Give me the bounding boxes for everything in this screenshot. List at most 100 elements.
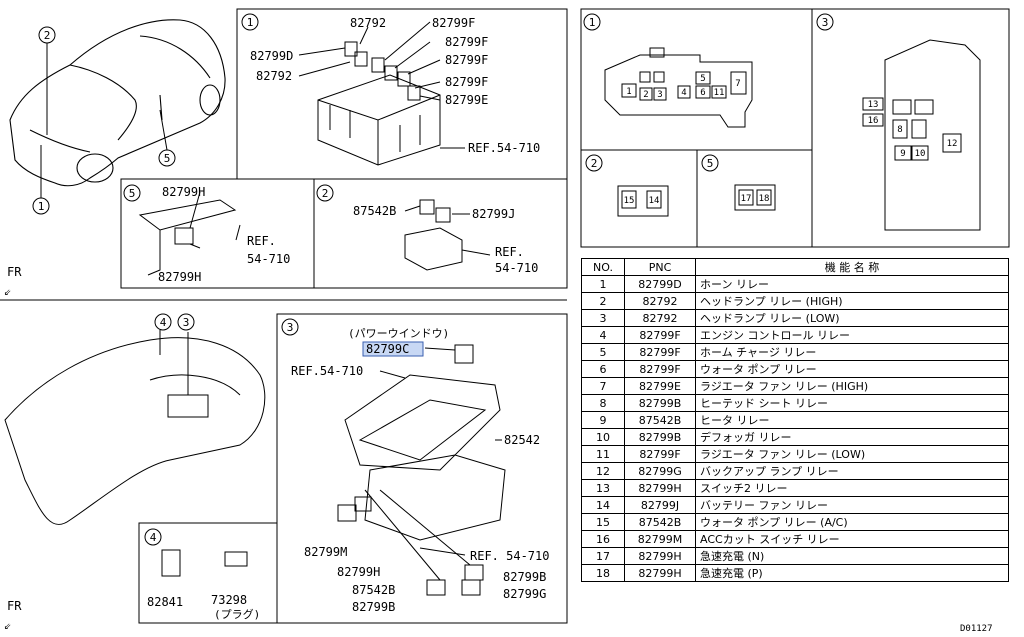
table-header-row: NO. PNC 機 能 名 称 [581,258,1009,276]
callout-5: 5 [164,152,171,165]
box3-drawing [337,344,506,596]
cell-no: 8 [581,394,625,412]
box5-drawing [138,191,241,276]
box1-callout: 1 [247,16,254,29]
box3-callout: 3 [287,321,294,334]
cell-no: 1 [581,275,625,293]
box1-part-4: 82799F [445,35,488,49]
box3-ref-b: REF. 54-710 [470,549,549,563]
box1-part-1: 82792 [350,16,386,30]
drawing-code: D01127 [960,624,993,634]
box1-part-3: 82799D [250,49,293,63]
box3-ref-a: REF.54-710 [291,364,363,378]
box5-frame [120,178,315,289]
box5-callout: 5 [129,187,136,200]
layout5-frame [696,149,813,248]
box3-part-5: 82799B [352,600,395,614]
box3-part-3: 82799H [337,565,380,579]
svg-text:16: 16 [868,116,879,126]
cell-no: 13 [581,479,625,497]
cell-name: ウォータ ポンプ リレー [695,360,1009,378]
cell-name: ヘッドランプ リレー (HIGH) [695,292,1009,310]
cell-no: 9 [581,411,625,429]
box3-frame [276,313,568,624]
svg-text:10: 10 [915,149,926,159]
cell-pnc: 82799B [624,394,696,412]
box5-ref-1: REF. [247,234,276,248]
cell-no: 6 [581,360,625,378]
box5-part-2: 82799H [158,270,201,284]
cell-pnc: 82792 [624,309,696,327]
box3-part-7: 82799G [503,587,546,601]
cell-name: バックアップ ランプ リレー [695,462,1009,480]
layout1-callout: 1 [589,16,596,29]
box4-frame [138,522,278,624]
cell-name: ラジエータ ファン リレー (LOW) [695,445,1009,463]
box2-drawing [404,199,491,271]
svg-text:3: 3 [657,90,662,100]
relay-block-drawing [298,21,465,166]
box4-part-1: 82841 [147,595,183,609]
cell-name: エンジン コントロール リレー [695,326,1009,344]
cell-no: 12 [581,462,625,480]
callout-3: 3 [183,316,190,329]
svg-text:8: 8 [897,125,902,135]
cell-name: ホーン リレー [695,275,1009,293]
dashboard-illustration [4,330,266,525]
cell-no: 14 [581,496,625,514]
layout2-frame [580,149,698,248]
fr-label-bottom: FR [7,599,22,613]
svg-text:12: 12 [947,139,958,149]
fr-label-top: FR [7,265,22,279]
callout-4: 4 [160,316,167,329]
box2-ref-1: REF. [495,245,524,259]
cell-pnc: 82799H [624,479,696,497]
cell-pnc: 87542B [624,513,696,531]
box2-frame [313,178,568,289]
svg-text:4: 4 [681,88,686,98]
fr-arrow-top: ⇙ [4,284,11,298]
col-name: 機 能 名 称 [695,258,1009,276]
col-pnc: PNC [624,258,696,276]
box1-part-8: 82799E [445,93,488,107]
cell-no: 2 [581,292,625,310]
box1-part-5: 82799F [445,53,488,67]
cell-pnc: 82799B [624,428,696,446]
cell-no: 17 [581,547,625,565]
cell-pnc: 82799F [624,343,696,361]
cell-no: 18 [581,564,625,582]
col-no: NO. [581,258,625,276]
box3-part-1: 82542 [504,433,540,447]
cell-pnc: 82799F [624,445,696,463]
fr-arrow-bottom: ⇙ [4,618,11,632]
box5-part-1: 82799H [162,185,205,199]
cell-name: スイッチ2 リレー [695,479,1009,497]
box3-part-4: 87542B [352,583,395,597]
svg-text:6: 6 [700,88,705,98]
svg-text:15: 15 [624,196,635,206]
cell-pnc: 82792 [624,292,696,310]
layout5-callout: 5 [707,157,714,170]
cell-name: デフォッガ リレー [695,428,1009,446]
cell-no: 15 [581,513,625,531]
box1-part-6: 82792 [256,69,292,83]
cell-no: 11 [581,445,625,463]
box1-part-7: 82799F [445,75,488,89]
cell-name: ヒーテッド シート リレー [695,394,1009,412]
callout-2: 2 [44,29,51,42]
cell-pnc: 82799F [624,360,696,378]
cell-name: ヒータ リレー [695,411,1009,429]
box4-part-3: (プラグ) [214,607,260,621]
box3-subtitle: (パワーウインドウ) [348,327,449,340]
